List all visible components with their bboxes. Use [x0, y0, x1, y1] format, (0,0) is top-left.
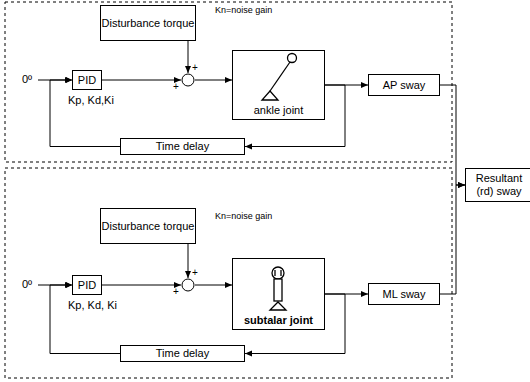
signal-connector: [195, 80, 232, 81]
node-text: Disturbance torque: [102, 220, 195, 233]
disturbance-box: Disturbance torque: [100, 208, 196, 244]
ap-region-frame: [5, 2, 452, 162]
signal-connector: [188, 41, 189, 73]
signal-connector: [440, 185, 465, 294]
node-text: AP sway: [383, 79, 426, 92]
node-text: PID: [78, 279, 96, 292]
node-text: Resultant (rd) sway: [466, 172, 530, 197]
pid-box: PID: [72, 275, 102, 295]
signal-connector: [188, 244, 189, 278]
summing-junction: ++: [181, 73, 195, 87]
delay-box: Time delay: [120, 345, 245, 362]
ankle-pendulum-icon: [262, 54, 297, 101]
annotation-label: 0º: [22, 278, 32, 290]
node-text: subtalar joint: [244, 314, 313, 327]
pid-box: PID: [72, 70, 102, 90]
signal-connector: [102, 285, 181, 286]
signal-connector: [102, 80, 181, 81]
resultant-box: Resultant (rd) sway: [465, 168, 530, 202]
output-box: ML sway: [368, 283, 440, 305]
sign-label: +: [173, 82, 179, 92]
node-text: ankle joint: [254, 104, 304, 117]
signal-connector: [245, 85, 345, 147]
summing-junction: ++: [181, 278, 195, 292]
annotation-label: Kp, Kd, Ki: [68, 299, 117, 311]
node-text: Time delay: [156, 347, 209, 360]
node-text: Time delay: [156, 140, 209, 153]
annotation-label: 0º: [22, 73, 32, 85]
reference-arrow: [38, 77, 72, 288]
subtalar-joint-box: subtalar joint: [232, 258, 325, 330]
node-text: Disturbance torque: [102, 17, 195, 30]
ml-region-frame: [5, 168, 452, 378]
delay-box: Time delay: [120, 138, 245, 155]
disturbance-box: Disturbance torque: [100, 5, 196, 41]
junction-circle: [181, 73, 195, 87]
subtalar-pendulum-icon: [270, 267, 286, 310]
sign-label: +: [192, 268, 198, 278]
signal-connector: [440, 85, 465, 185]
annotation-label: Kp, Kd,Ki: [68, 94, 114, 106]
node-text: ML sway: [383, 288, 426, 301]
junction-circle: [181, 278, 195, 292]
sign-label: +: [173, 287, 179, 297]
annotation-label: Kn=noise gain: [215, 211, 272, 221]
sign-label: +: [192, 63, 198, 73]
signal-connector: [195, 285, 232, 286]
output-box: AP sway: [368, 74, 440, 96]
node-text: PID: [78, 74, 96, 87]
ankle-joint-box: ankle joint: [232, 50, 325, 120]
signal-connector: [50, 285, 120, 354]
annotation-label: Kn=noise gain: [215, 5, 272, 15]
